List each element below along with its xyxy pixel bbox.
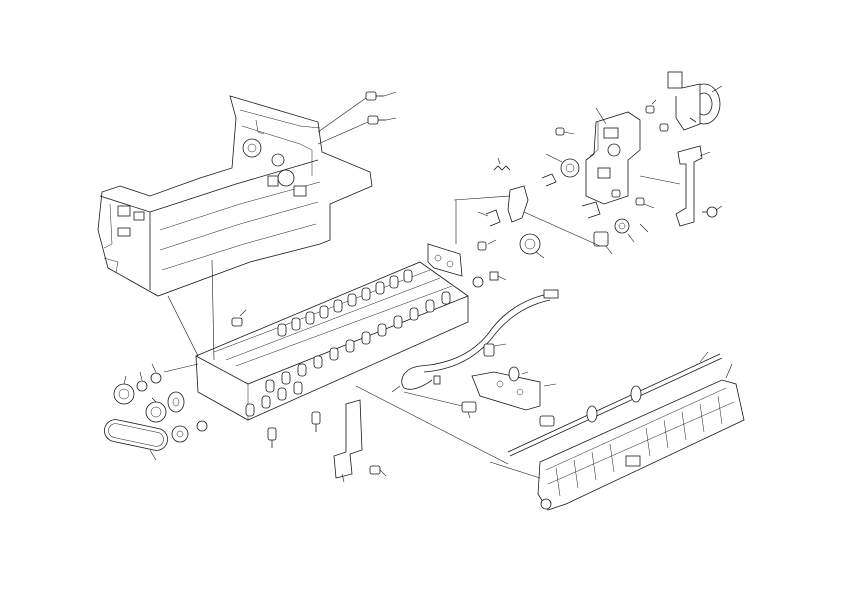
rear-frame bbox=[97, 95, 373, 297]
feed-rollers bbox=[265, 269, 451, 393]
leader-gear-train bbox=[163, 363, 199, 373]
sensor-1 bbox=[483, 343, 507, 357]
center-gear bbox=[519, 233, 545, 259]
bushing-left-1 bbox=[136, 371, 148, 392]
bushing-left-3 bbox=[196, 420, 208, 432]
drive-bracket bbox=[585, 107, 641, 205]
feed-unit-lower-rollers bbox=[245, 381, 303, 417]
screw-upper-2 bbox=[367, 115, 397, 125]
screw-unit bbox=[231, 309, 247, 327]
sensor-3 bbox=[539, 415, 555, 427]
sensor-2 bbox=[461, 401, 477, 419]
wire-harness bbox=[391, 289, 559, 393]
gear-left-3 bbox=[171, 425, 189, 443]
gear-left-1 bbox=[113, 375, 135, 405]
sensor-bracket bbox=[471, 371, 541, 411]
leader-guide-2 bbox=[489, 461, 541, 479]
timing-belt bbox=[104, 419, 168, 461]
leader-sensor bbox=[403, 391, 463, 407]
leader-guide-1 bbox=[355, 385, 509, 465]
gear-left-2 bbox=[145, 397, 167, 423]
roller-bushing bbox=[508, 366, 529, 382]
motor bbox=[667, 71, 723, 131]
screw-lower-2 bbox=[311, 411, 321, 432]
screw-side bbox=[477, 239, 497, 251]
guide-ribs bbox=[555, 395, 723, 497]
bushing-side bbox=[472, 271, 507, 288]
guide-plate bbox=[333, 399, 363, 483]
screw-lower-3 bbox=[369, 465, 387, 477]
paper-guide bbox=[537, 363, 745, 511]
leader-right-2 bbox=[453, 195, 511, 201]
screw-lower-1 bbox=[267, 427, 277, 448]
leader-right-3 bbox=[639, 175, 681, 185]
screw-upper-1 bbox=[365, 91, 397, 101]
gears-cluster-right bbox=[593, 218, 649, 255]
leader-bracket bbox=[543, 383, 557, 387]
pulley-left bbox=[167, 391, 185, 413]
leader-screw-1 bbox=[317, 97, 367, 133]
bushing-left-2 bbox=[150, 363, 162, 384]
roller-shaft bbox=[507, 351, 723, 457]
main-feed-unit bbox=[195, 261, 469, 421]
lever-bracket bbox=[477, 185, 601, 227]
leader-right-1 bbox=[523, 211, 601, 247]
spring-clip bbox=[493, 157, 557, 187]
motor-bracket-right bbox=[675, 145, 711, 227]
leader-screw-2 bbox=[317, 121, 369, 145]
small-screws-upper-right bbox=[555, 99, 669, 209]
gear-bracket bbox=[545, 153, 580, 178]
screw-right bbox=[702, 205, 723, 218]
side-plate bbox=[427, 200, 463, 277]
leader-frame-to-unit bbox=[211, 259, 215, 361]
leader-frame-left bbox=[167, 295, 199, 357]
